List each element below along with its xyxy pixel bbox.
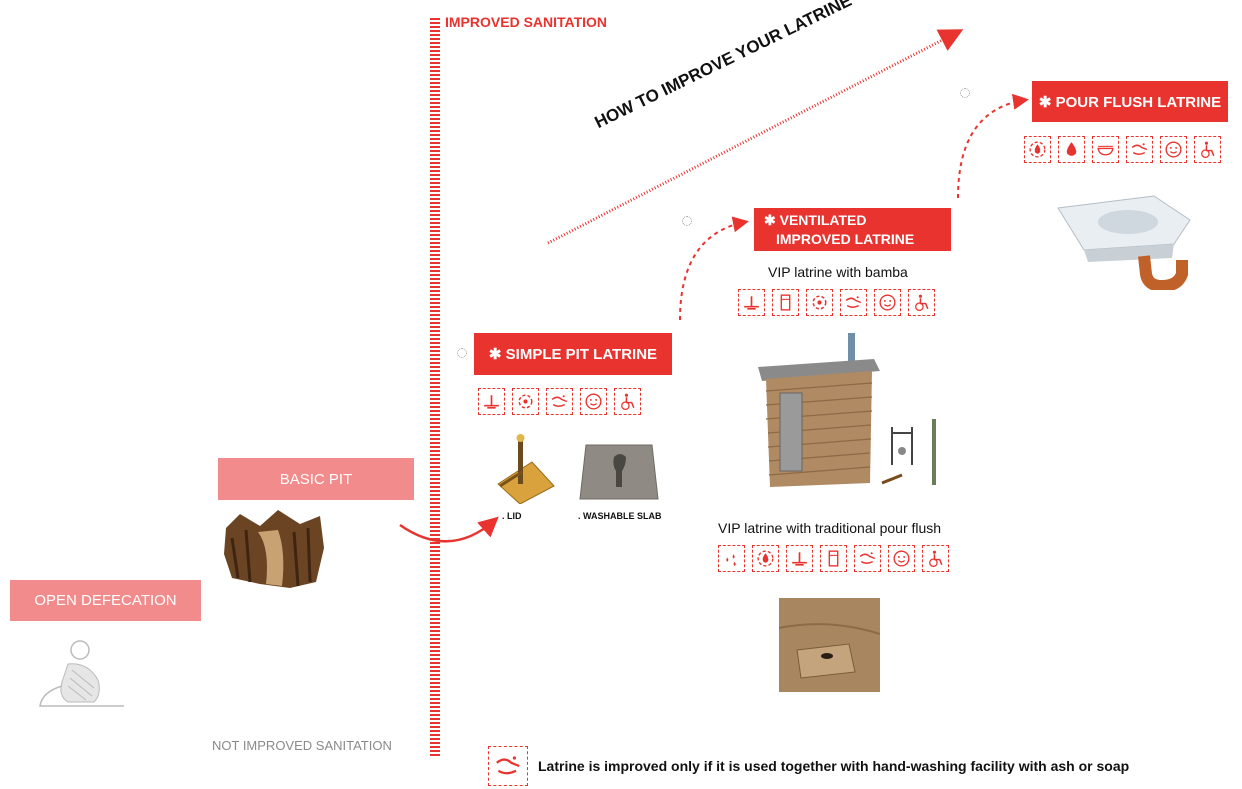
handwash-icon: [546, 388, 573, 415]
rotate-icon: [806, 289, 833, 316]
basin-icon: [1092, 136, 1119, 163]
vip-label-line2: IMPROVED LATRINE: [776, 230, 915, 247]
handwash-icon: [488, 746, 528, 786]
washable-slab-image: [579, 444, 659, 500]
lid-caption: . LID: [502, 511, 522, 521]
vip-bamba-icon-row: [738, 289, 935, 316]
settings-icon: [960, 88, 970, 98]
sanitation-divider: [430, 18, 440, 758]
handwash-icon: [854, 545, 881, 572]
vip-pour-icon-row: [718, 545, 949, 572]
basic-pit-label: BASIC PIT: [218, 458, 414, 500]
basic-pit-image: [224, 510, 324, 588]
handwash-icon: [1126, 136, 1153, 163]
smiley-icon: [1160, 136, 1187, 163]
rotate-icon: [512, 388, 539, 415]
rotate-drop-icon: [752, 545, 779, 572]
vip-hut-image: [758, 333, 936, 487]
rotate-drop-icon: [1024, 136, 1051, 163]
washable-slab-caption: . WASHABLE SLAB: [578, 511, 662, 521]
dashed-arrow-simple-to-vip: [679, 216, 749, 321]
pipe-icon: [772, 289, 799, 316]
open-defecation-label: OPEN DEFECATION: [10, 580, 201, 621]
dashed-arrow-vip-to-pour: [957, 93, 1029, 199]
pour-flush-icon-row: [1024, 136, 1221, 163]
pour-flush-slab-photo: [779, 598, 880, 692]
handwash-icon: [840, 289, 867, 316]
drops-icon: [718, 545, 745, 572]
smiley-icon: [874, 289, 901, 316]
lid-image: [497, 434, 555, 504]
footer-note: Latrine is improved only if it is used t…: [488, 746, 1129, 786]
smiley-icon: [888, 545, 915, 572]
pipe-icon: [820, 545, 847, 572]
vip-pour-caption: VIP latrine with traditional pour flush: [718, 520, 942, 536]
slab-icon: [786, 545, 813, 572]
not-improved-sanitation-label: NOT IMPROVED SANITATION: [212, 738, 392, 753]
wheelchair-icon: [922, 545, 949, 572]
drop-icon: [1058, 136, 1085, 163]
simple-pit-icon-row: [478, 388, 641, 415]
open-defecation-figure-image: [39, 640, 124, 707]
simple-pit-latrine-label: ✱ SIMPLE PIT LATRINE: [474, 333, 672, 375]
improved-sanitation-header: IMPROVED SANITATION: [445, 14, 608, 30]
vip-label-line1: ✱ VENTILATED: [764, 211, 867, 228]
vip-bamba-caption: VIP latrine with bamba: [768, 264, 908, 280]
wheelchair-icon: [908, 289, 935, 316]
slab-icon: [478, 388, 505, 415]
smiley-icon: [580, 388, 607, 415]
footer-note-text: Latrine is improved only if it is used t…: [538, 758, 1130, 774]
settings-icon: [682, 216, 692, 226]
wheelchair-icon: [614, 388, 641, 415]
pour-flush-latrine-label: ✱ POUR FLUSH LATRINE: [1032, 81, 1228, 122]
pour-flush-pan-image: [1057, 195, 1191, 290]
how-to-arrow: [547, 29, 964, 245]
vip-latrine-label: ✱ VENTILATED IMPROVED LATRINE: [754, 208, 951, 251]
slab-icon: [738, 289, 765, 316]
settings-icon: [457, 348, 467, 358]
curve-arrow-basic-to-simple: [399, 516, 499, 543]
wheelchair-icon: [1194, 136, 1221, 163]
